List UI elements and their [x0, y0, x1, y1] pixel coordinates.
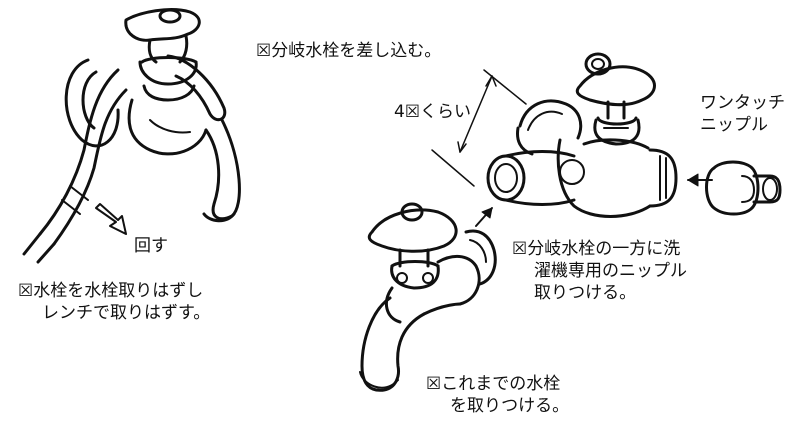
step1-label-line1: ☒水栓を水栓取りはずし: [18, 281, 204, 301]
step1-label-line2: レンチで取りはずす。: [42, 303, 211, 323]
branch-faucet-illustration: [431, 52, 782, 218]
nipple-label-line2: ニップル: [700, 115, 768, 135]
reattach-faucet-illustration: [359, 202, 497, 392]
dimension-label: 4☒くらい: [394, 102, 472, 122]
step2-label: ☒分岐水栓を差し込む。: [256, 41, 442, 61]
step4-label: ☒これまでの水栓 を取りつける。: [426, 373, 569, 417]
step3-label-line3: 取りつける。: [534, 283, 637, 303]
step3-label-line1: ☒分岐水栓の一方に洗: [512, 239, 681, 259]
old-faucet-removal-illustration: [22, 8, 241, 264]
step4-label-line2: を取りつける。: [450, 396, 570, 416]
step1-label: ☒水栓を水栓取りはずし レンチで取りはずす。: [18, 280, 210, 324]
turn-label: 回す: [134, 236, 168, 256]
nipple-label: ワンタッチ ニップル: [700, 92, 785, 136]
step3-label-line2: 濯機専用のニップル: [534, 261, 687, 281]
step3-label: ☒分岐水栓の一方に洗 濯機専用のニップル 取りつける。: [512, 238, 687, 304]
step4-label-line1: ☒これまでの水栓: [426, 374, 561, 394]
nipple-label-line1: ワンタッチ: [700, 93, 785, 113]
